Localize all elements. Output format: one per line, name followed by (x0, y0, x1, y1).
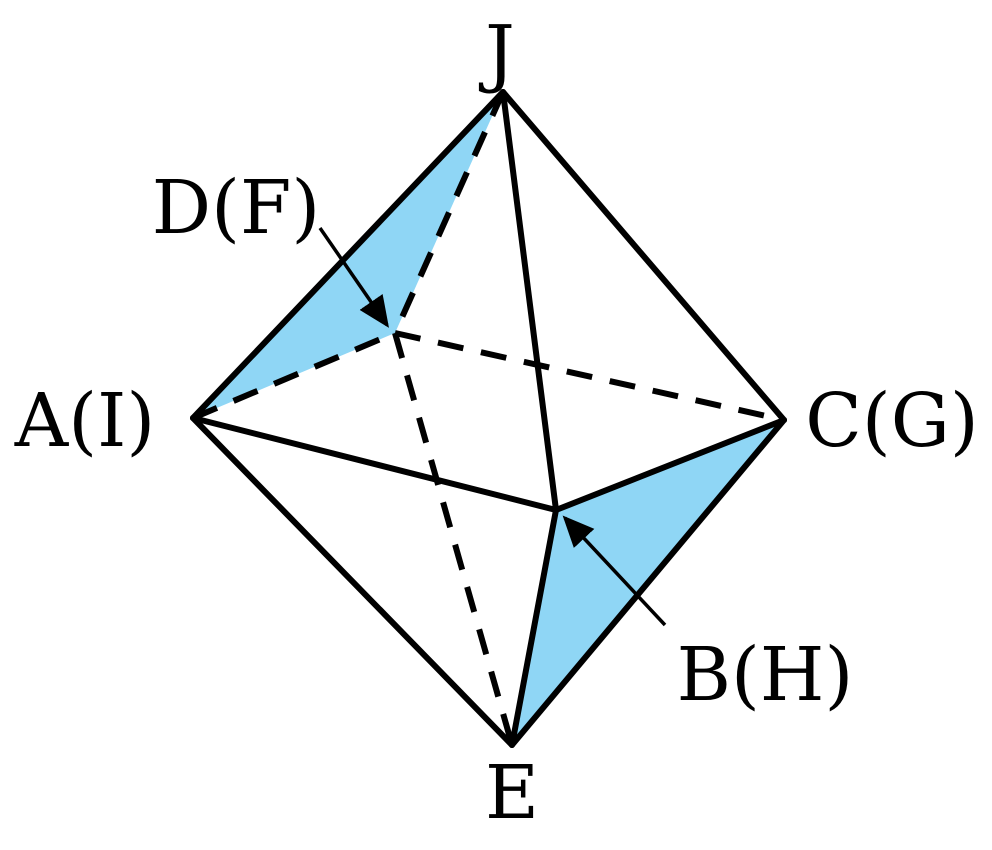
edge-b-c (553, 417, 787, 513)
edge-d-c-hidden (394, 330, 785, 423)
edge-a-e (190, 415, 515, 748)
arrow-to-b (562, 515, 667, 627)
edge-c-e (509, 417, 787, 748)
label-e: E (485, 750, 539, 836)
label-d-f: D(F) (152, 165, 320, 251)
label-b-h: B(H) (677, 632, 854, 718)
edge-a-d-hidden (191, 330, 397, 421)
edge-j-c (500, 89, 787, 423)
edge-d-e-hidden (392, 332, 515, 746)
edge-j-d-hidden (392, 90, 506, 335)
label-a-i: A(I) (14, 378, 155, 464)
arrow-to-d (318, 227, 389, 328)
edge-b-e (509, 507, 559, 748)
edge-a-b (190, 415, 559, 513)
label-j: J (478, 10, 515, 96)
edge-j-a (190, 89, 506, 421)
edge-j-b (500, 89, 559, 513)
label-c-g: C(G) (805, 378, 978, 464)
